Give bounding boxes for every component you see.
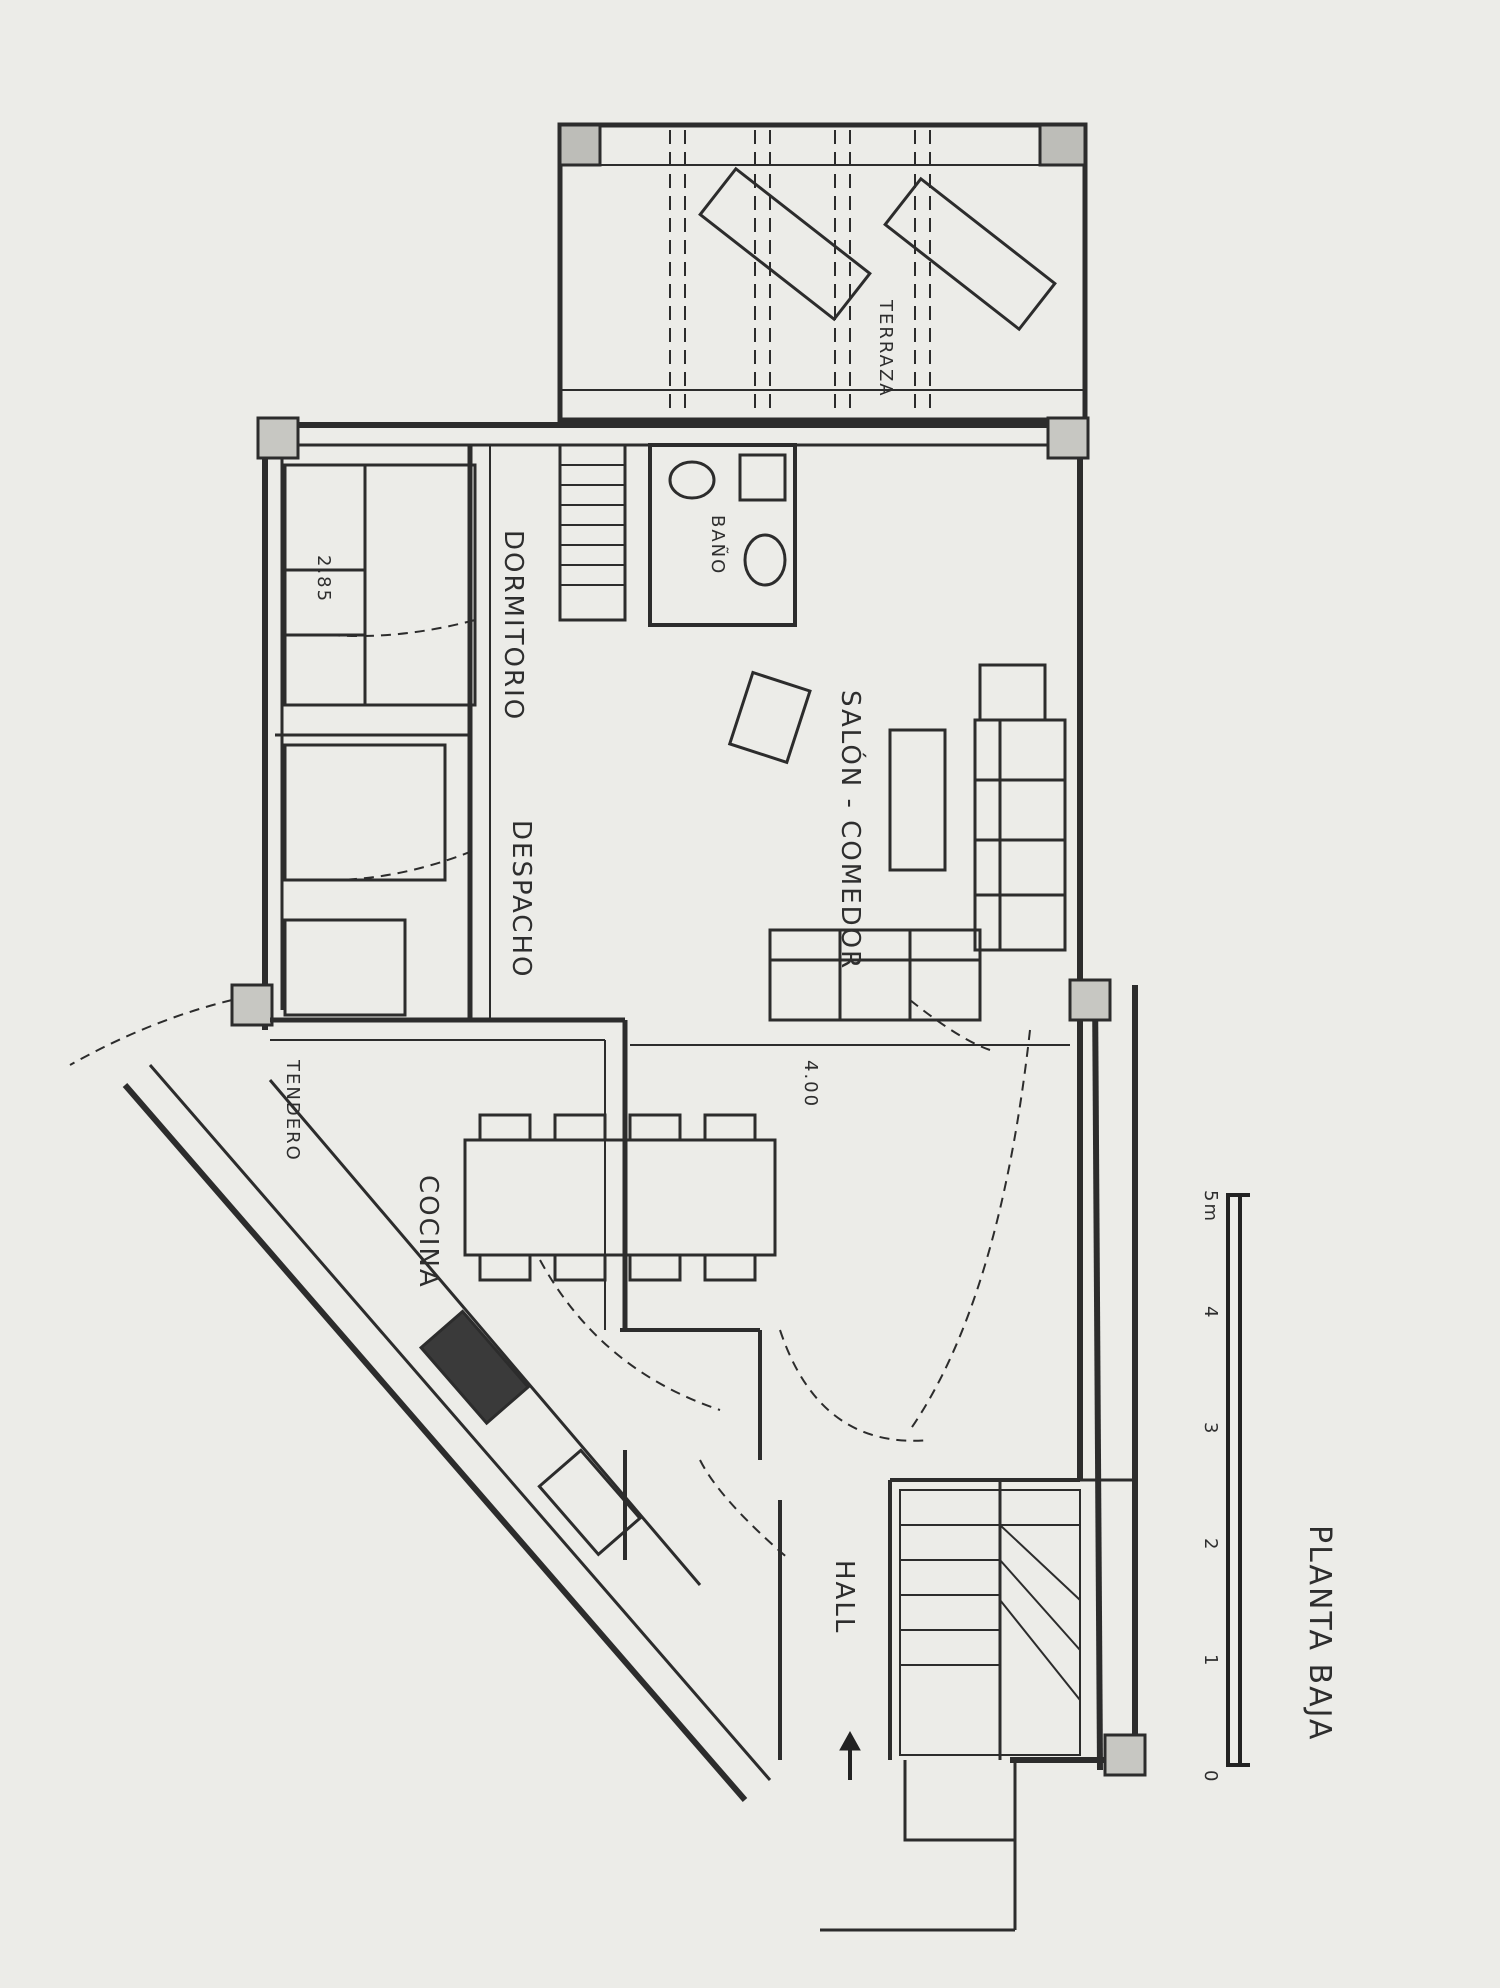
shower [738,453,787,502]
fireplace [727,670,812,765]
column [1103,1733,1147,1777]
scale-tick-2: 2 [1200,1538,1221,1551]
room-label-salon-comedor: SALÓN - COMEDOR [835,690,867,970]
sofa [768,928,982,1022]
dining-table [463,1113,777,1282]
despacho-furniture [283,743,447,1017]
scale-tick-3: 3 [1200,1422,1221,1435]
column [1068,978,1112,1022]
door-swings [69,619,1031,1561]
sun-lounger [883,176,1057,332]
room-label-bano: BAÑO [707,515,729,575]
coffee-table [888,728,947,872]
bathroom-walls [648,443,797,627]
room-label-tendero: TENDERO [282,1059,303,1162]
kitchen-counter [268,1079,702,1586]
toilet [668,460,716,500]
dormitorio-beds [283,463,477,707]
plan-title: PLANTA BAJA [1302,1525,1337,1741]
scale-tick-1: 1 [1200,1654,1221,1667]
sun-lounger [698,166,872,322]
kitchen-sink [418,1309,531,1426]
interior-walls [270,443,1080,1932]
scale-tick-5: 5m [1200,1190,1221,1223]
room-label-terraza: TERRAZA [875,299,896,398]
room-label-cocina: COCINA [413,1175,443,1289]
room-label-dormitorio: DORMITORIO [498,530,528,721]
scale-tick-4: 4 [1200,1306,1221,1319]
dimension-wall: 4.00 [800,1060,821,1108]
terrace-area: TERRAZA [557,122,1088,423]
scale-bar [1226,1193,1250,1767]
column [1046,416,1090,460]
staircase [899,1489,1081,1756]
kitchen-hob [537,1448,643,1557]
entrance-arrow-icon [839,1730,861,1780]
dimension-bed: 2.85 [313,555,334,603]
column [230,983,274,1027]
sofa [973,663,1067,952]
washbasin [743,533,787,587]
exterior-walls [122,422,1138,1802]
scale-tick-0: 0 [1200,1770,1221,1783]
room-label-hall: HALL [829,1560,859,1634]
room-label-despacho: DESPACHO [506,820,536,978]
floor-plan-drawing: TERRAZA [69,122,1147,1932]
column [256,416,300,460]
